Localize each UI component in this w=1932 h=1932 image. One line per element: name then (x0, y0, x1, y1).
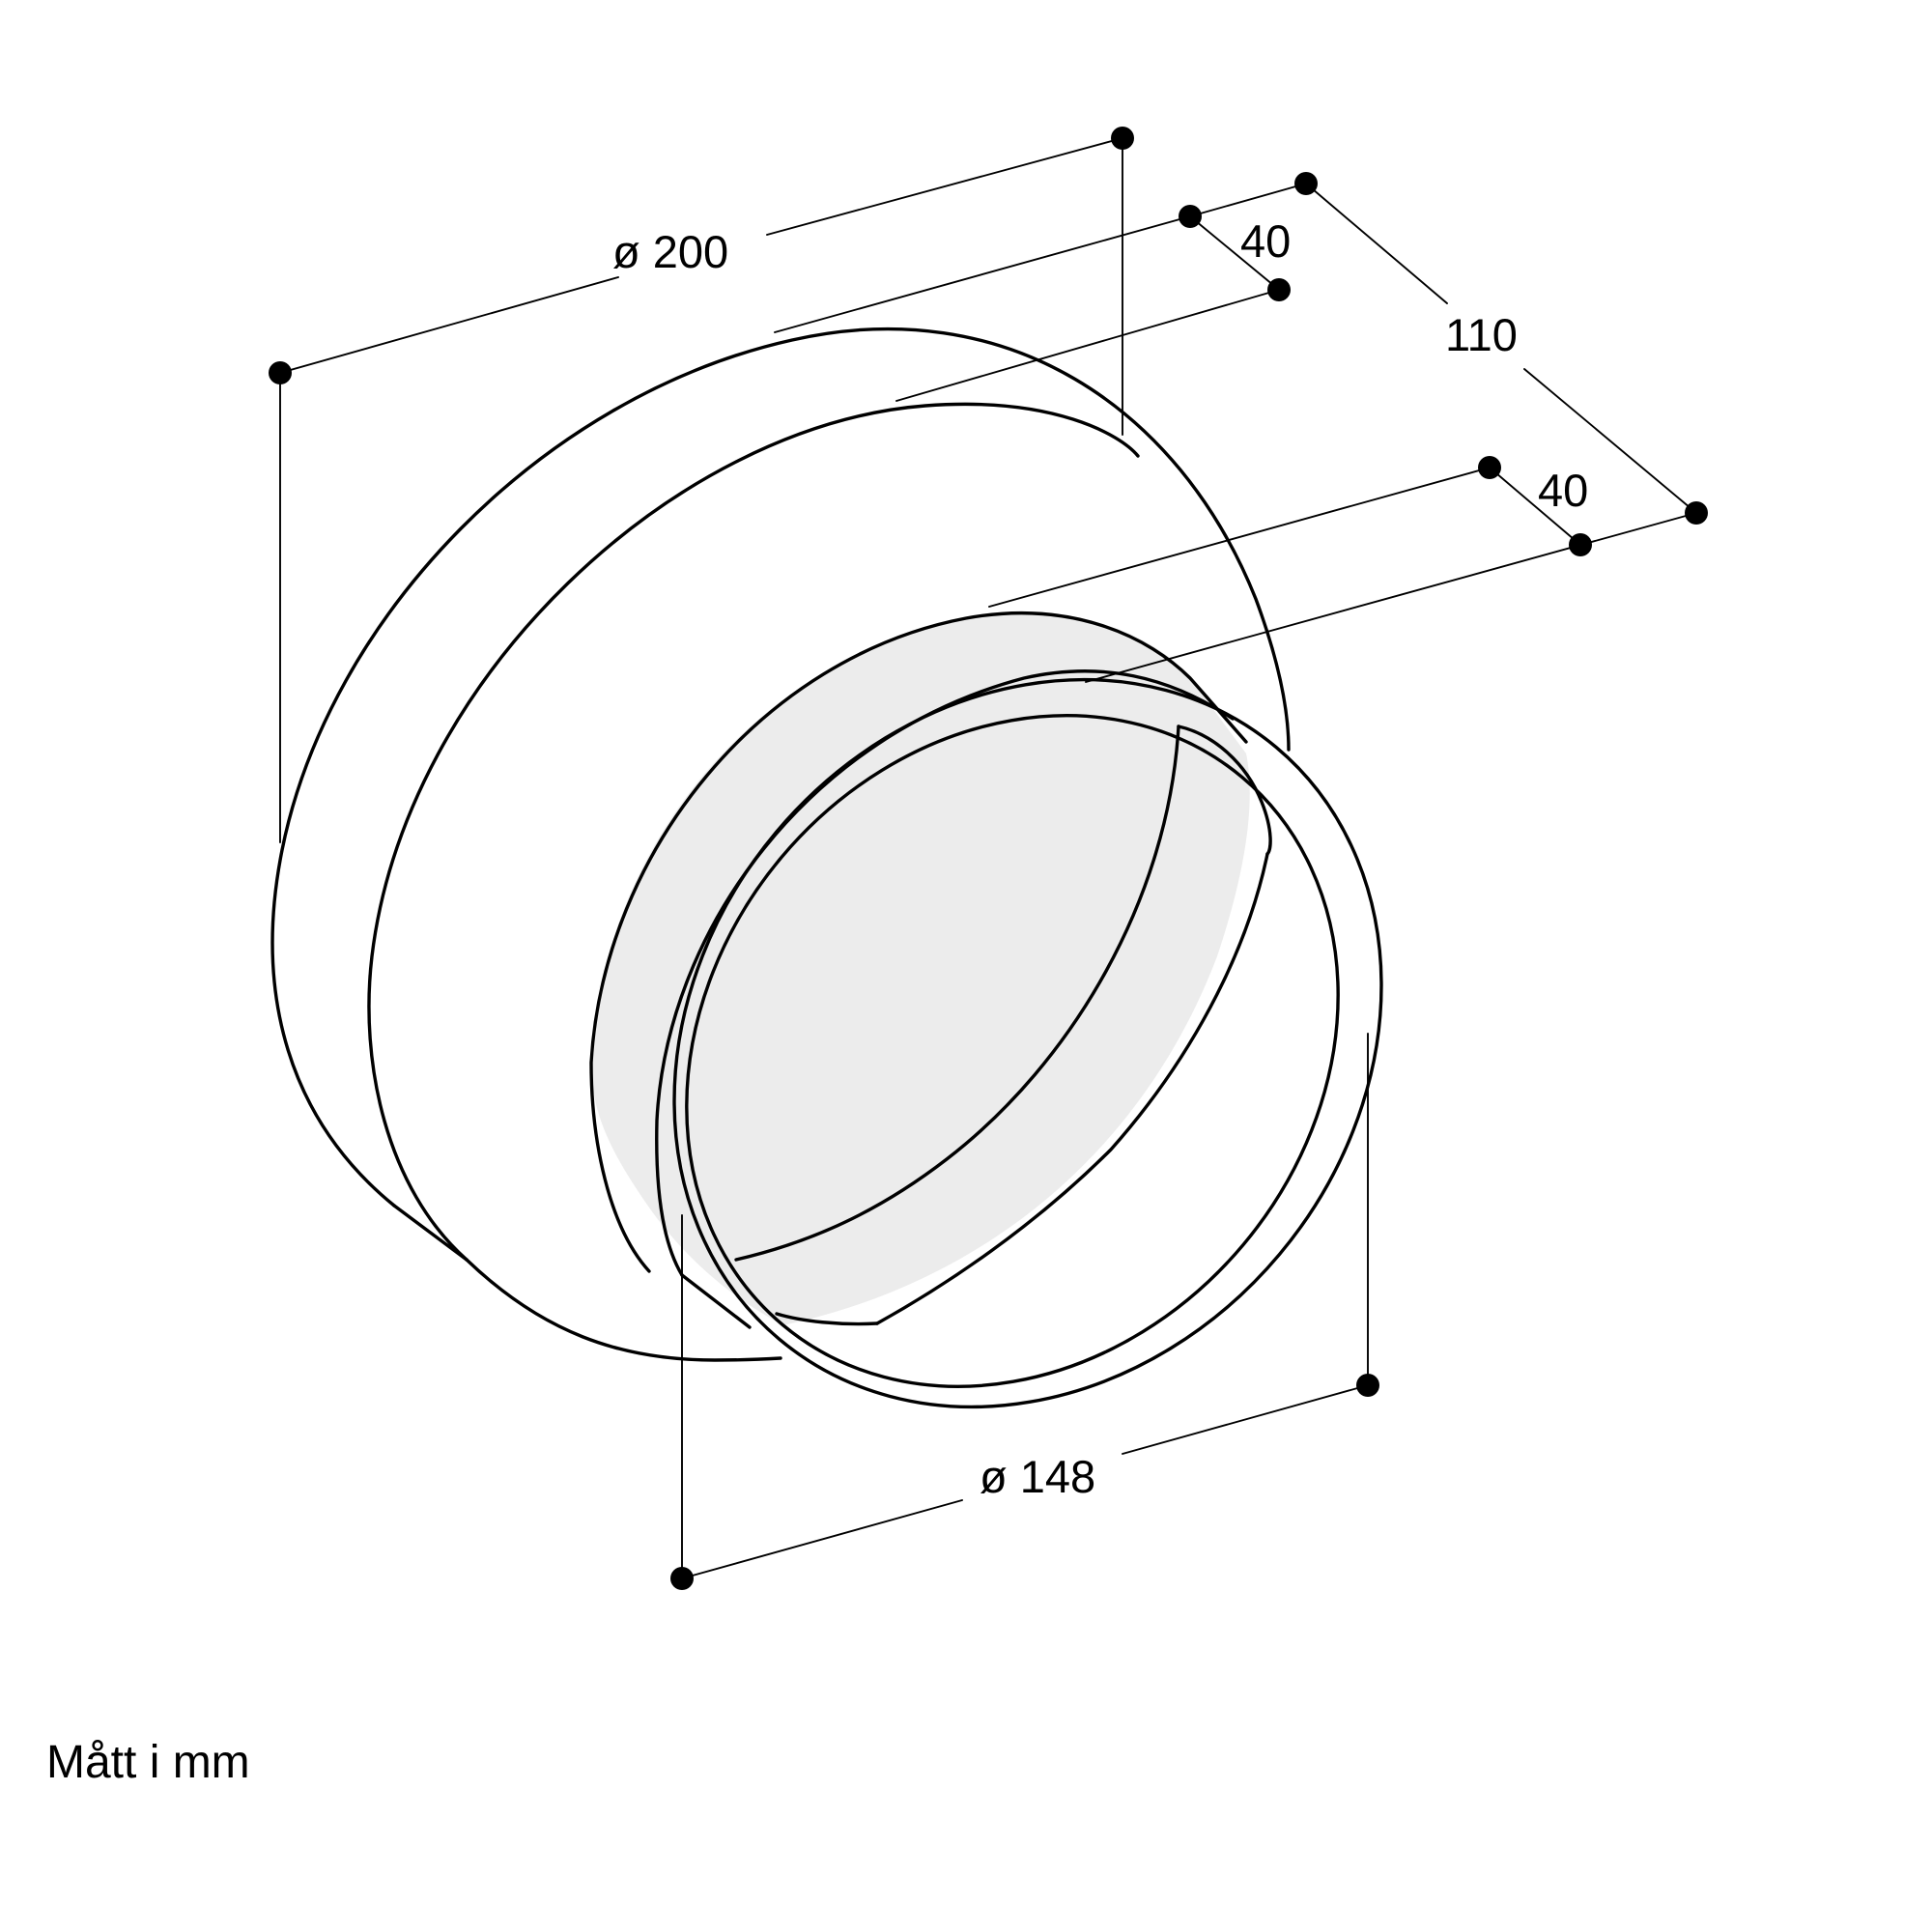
dim-148-line-right (1122, 1384, 1369, 1455)
dim-200-dot-right (1111, 127, 1134, 150)
opening-back-edge (734, 724, 1180, 1262)
outer-bottom-curve (465, 1258, 782, 1362)
dimension-outer-diameter: ø 200 (269, 127, 1134, 843)
spigot-inner-ellipse (685, 714, 1340, 1388)
dim-148-label: ø 148 (980, 1451, 1095, 1502)
dim-200-line-right (766, 137, 1123, 236)
dim-40-top-ext-inner (895, 289, 1280, 402)
collar-outer-ring (589, 611, 1248, 1273)
dim-40-bottom-ext-inner (1085, 512, 1697, 683)
outer-bottom-edge (392, 1204, 469, 1262)
dim-40-bottom-dot-a (1478, 456, 1501, 479)
dim-110-line-lower (1523, 368, 1697, 514)
outer-back-rim (270, 327, 1291, 1208)
outer-front-rim (367, 402, 1140, 1262)
dim-40-bottom-line (1489, 467, 1581, 546)
dim-40-top-label: 40 (1240, 215, 1291, 267)
dim-110-ext-top (1189, 183, 1307, 217)
units-caption: Mått i mm (46, 1737, 250, 1788)
dim-148-dot-right (1356, 1374, 1379, 1397)
dimension-collar-top: 40 (774, 205, 1291, 402)
dim-40-top-dot-b (1267, 278, 1291, 301)
dimension-collar-bottom: 40 (988, 456, 1697, 683)
spigot-outer-ellipse (672, 677, 1383, 1409)
dim-148-line-left (681, 1499, 963, 1579)
dim-200-dot-left (269, 361, 292, 384)
opening-lower-lip (875, 852, 1269, 1325)
dim-110-label: 110 (1445, 309, 1518, 360)
dim-40-top-line (1189, 215, 1280, 291)
dim-110-line-upper (1305, 183, 1448, 304)
dimension-inner-diameter: ø 148 (670, 1033, 1379, 1590)
opening-bottom-lip (775, 1312, 879, 1326)
outer-body (270, 327, 1291, 1362)
dim-200-label: ø 200 (612, 226, 728, 277)
dim-40-bottom-ext-outer (988, 467, 1491, 608)
dimension-depth: 110 (1189, 172, 1708, 525)
dim-148-dot-left (670, 1567, 694, 1590)
dim-40-top-ext-outer (774, 215, 1191, 333)
dim-40-bottom-label: 40 (1538, 465, 1588, 516)
collar-shade (591, 611, 1250, 1325)
dim-40-bottom-dot-b (1569, 533, 1592, 556)
dim-200-line-left (279, 276, 619, 374)
dim-110-dot-top (1294, 172, 1318, 195)
collar-bottom-edge (680, 1273, 752, 1329)
spigot-ring (672, 677, 1383, 1409)
